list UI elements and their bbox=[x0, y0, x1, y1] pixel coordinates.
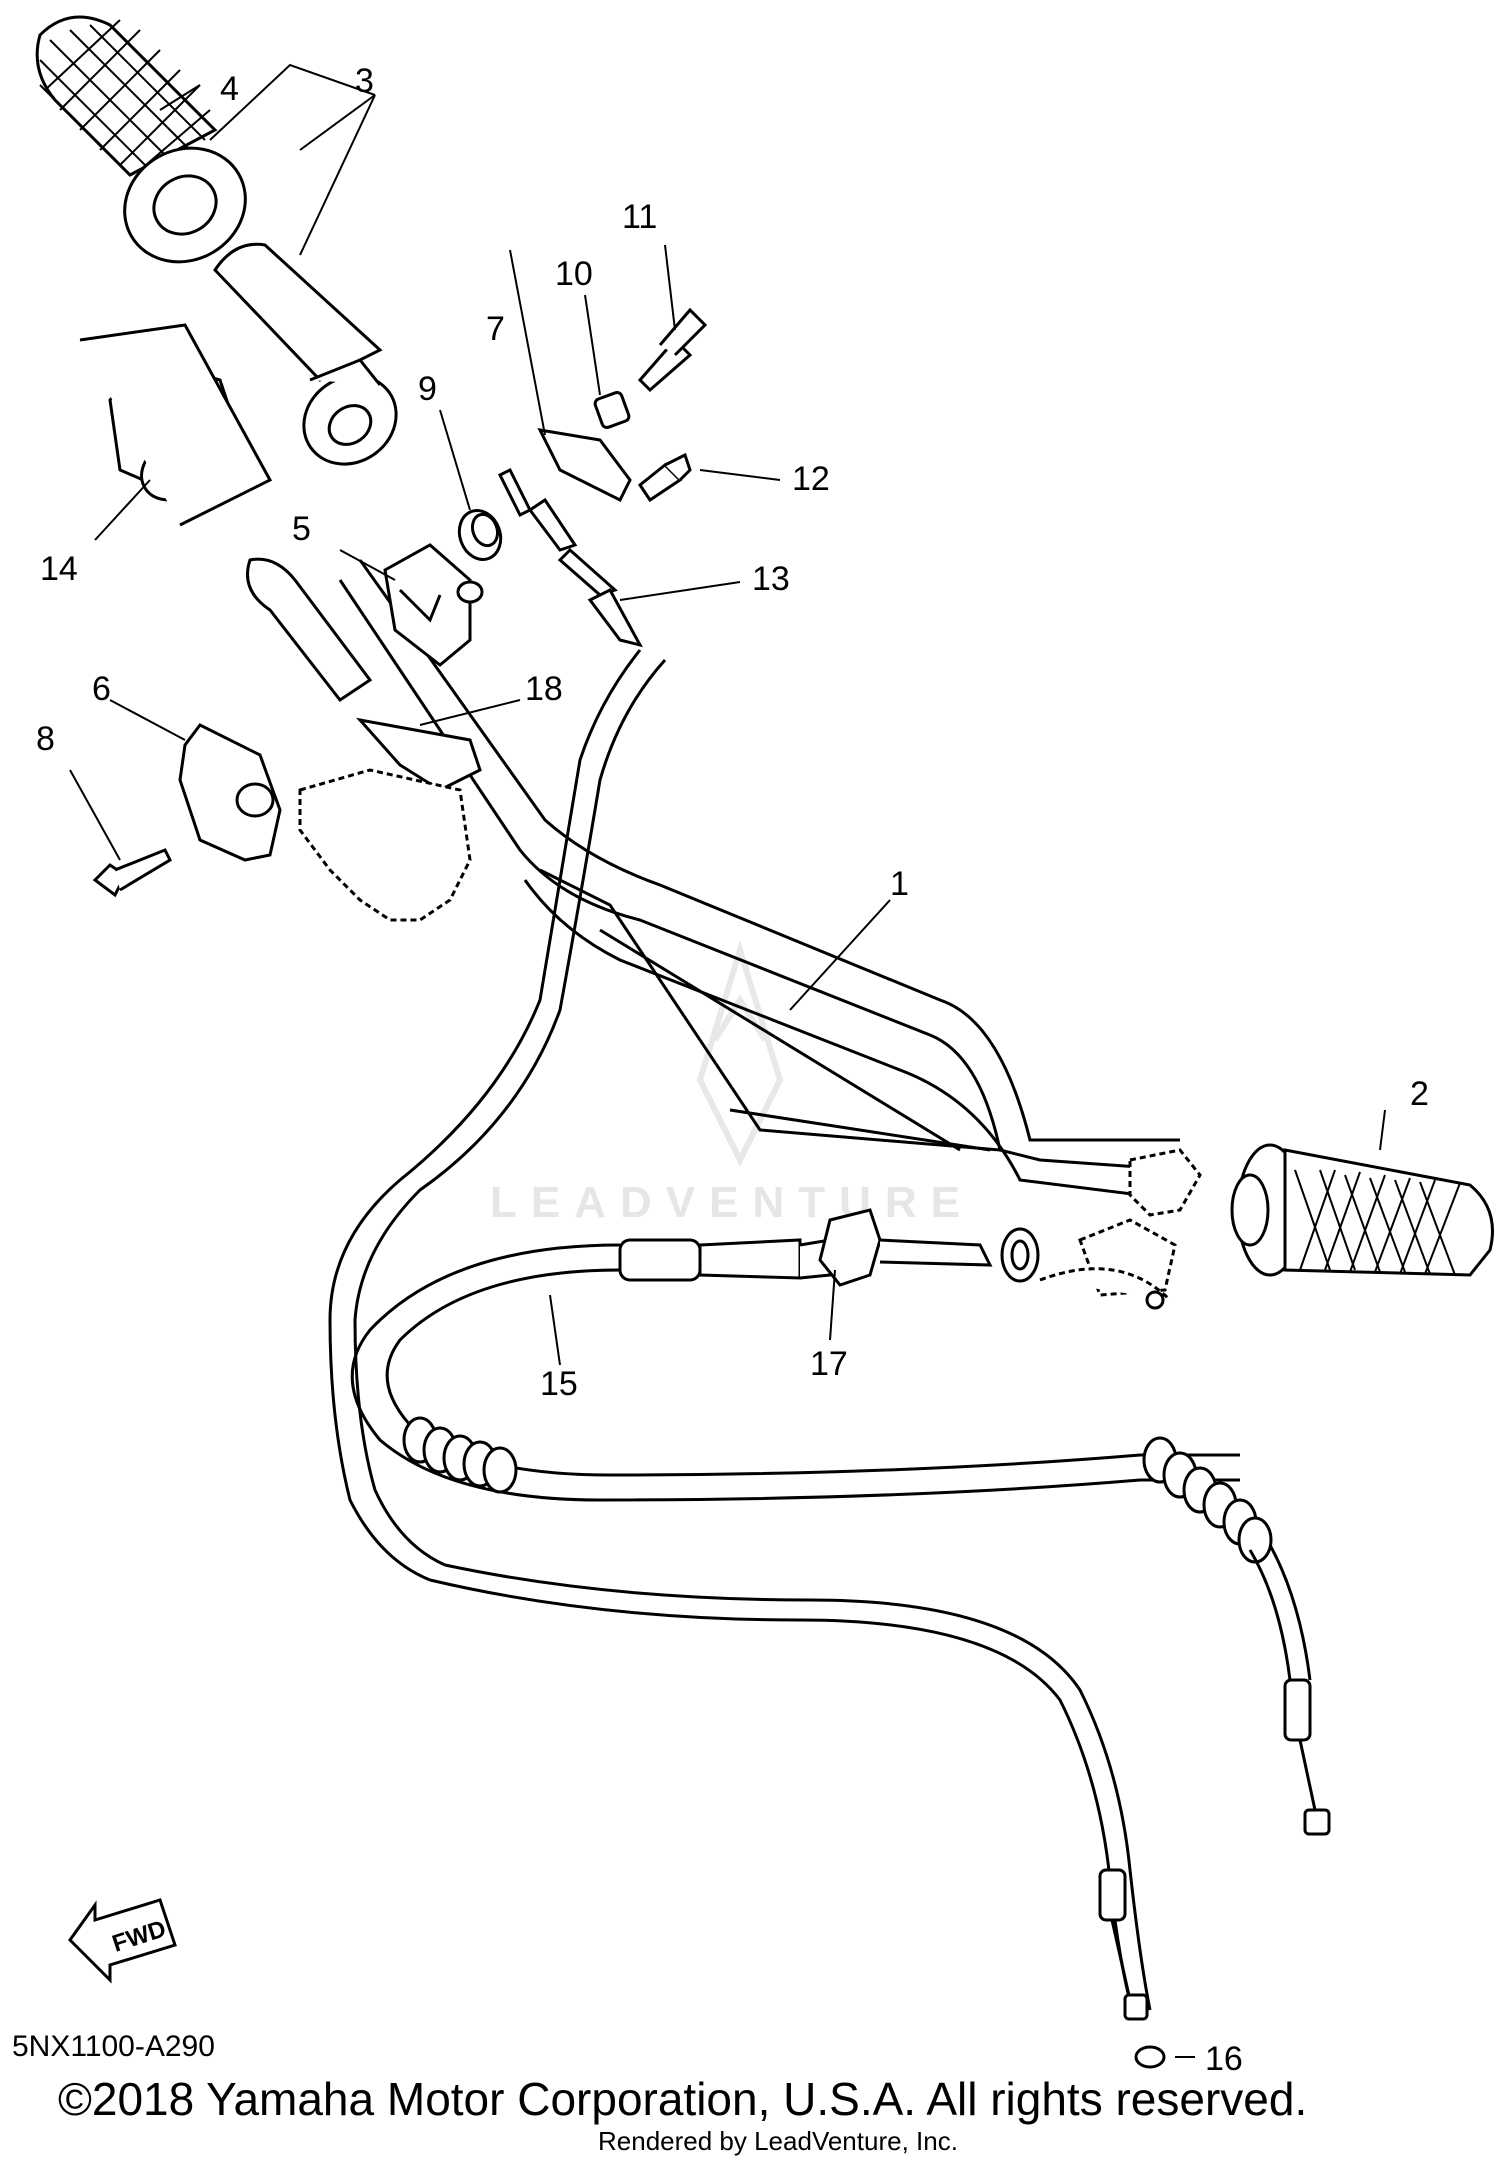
screw-lower bbox=[637, 452, 692, 503]
callout-18: 18 bbox=[525, 670, 563, 708]
watermark-logo bbox=[696, 939, 784, 1167]
clamp-cover bbox=[178, 723, 282, 862]
callout-14: 14 bbox=[40, 550, 78, 588]
callout-13: 13 bbox=[752, 560, 790, 598]
callout-3: 3 bbox=[355, 62, 374, 100]
throttle-tube bbox=[213, 242, 398, 466]
handlebar bbox=[338, 559, 1181, 1202]
clutch-cable-lower-end bbox=[1248, 1544, 1331, 1836]
callout-8: 8 bbox=[36, 720, 55, 758]
callout-10: 10 bbox=[555, 255, 593, 293]
right-grip bbox=[1230, 1143, 1494, 1277]
callout-6: 6 bbox=[92, 670, 111, 708]
cable-adjuster bbox=[618, 1208, 1040, 1287]
o-ring bbox=[1134, 2045, 1166, 2069]
cable-boot bbox=[402, 1416, 1273, 1564]
callout-9: 9 bbox=[418, 370, 437, 408]
callout-16: 16 bbox=[1205, 2040, 1243, 2078]
copyright-notice: ©2018 Yamaha Motor Corporation, U.S.A. A… bbox=[58, 2073, 1308, 2125]
callout-5: 5 bbox=[292, 510, 311, 548]
callout-11: 11 bbox=[622, 198, 657, 236]
callout-4: 4 bbox=[220, 70, 239, 108]
left-grip bbox=[35, 15, 247, 264]
leader-lines bbox=[69, 63, 1386, 2058]
cable-adjuster-bracket bbox=[537, 428, 632, 503]
collar bbox=[593, 391, 631, 429]
screw-upper bbox=[637, 307, 708, 393]
fwd-arrow-icon bbox=[68, 1898, 177, 1984]
throttle-housing bbox=[79, 323, 273, 527]
diagram-code: 5NX1100-A290 bbox=[12, 2030, 215, 2063]
callout-15: 15 bbox=[540, 1365, 578, 1403]
callout-2: 2 bbox=[1410, 1075, 1429, 1113]
cable-barrel bbox=[1145, 1290, 1165, 1310]
throttle-clamp bbox=[246, 543, 484, 703]
rendered-by-notice: Rendered by LeadVenture, Inc. bbox=[598, 2126, 958, 2156]
watermark-text: LEADVENTURE bbox=[490, 1178, 975, 1227]
callout-numbers: 1 2 3 4 5 6 7 8 9 10 11 12 13 14 15 16 1… bbox=[36, 62, 1429, 2078]
callout-7: 7 bbox=[486, 310, 505, 348]
callout-12: 12 bbox=[792, 460, 830, 498]
callout-1: 1 bbox=[890, 865, 909, 903]
throttle-cable-lower-end bbox=[1098, 1868, 1149, 2021]
bolt bbox=[92, 848, 172, 898]
cable-end-upper bbox=[497, 467, 643, 648]
right-lever-perch bbox=[1039, 1148, 1202, 1302]
adjuster-nut bbox=[457, 509, 503, 561]
clutch-holder bbox=[298, 717, 482, 922]
callout-17: 17 bbox=[810, 1345, 848, 1383]
throttle-cable bbox=[328, 649, 1152, 2021]
